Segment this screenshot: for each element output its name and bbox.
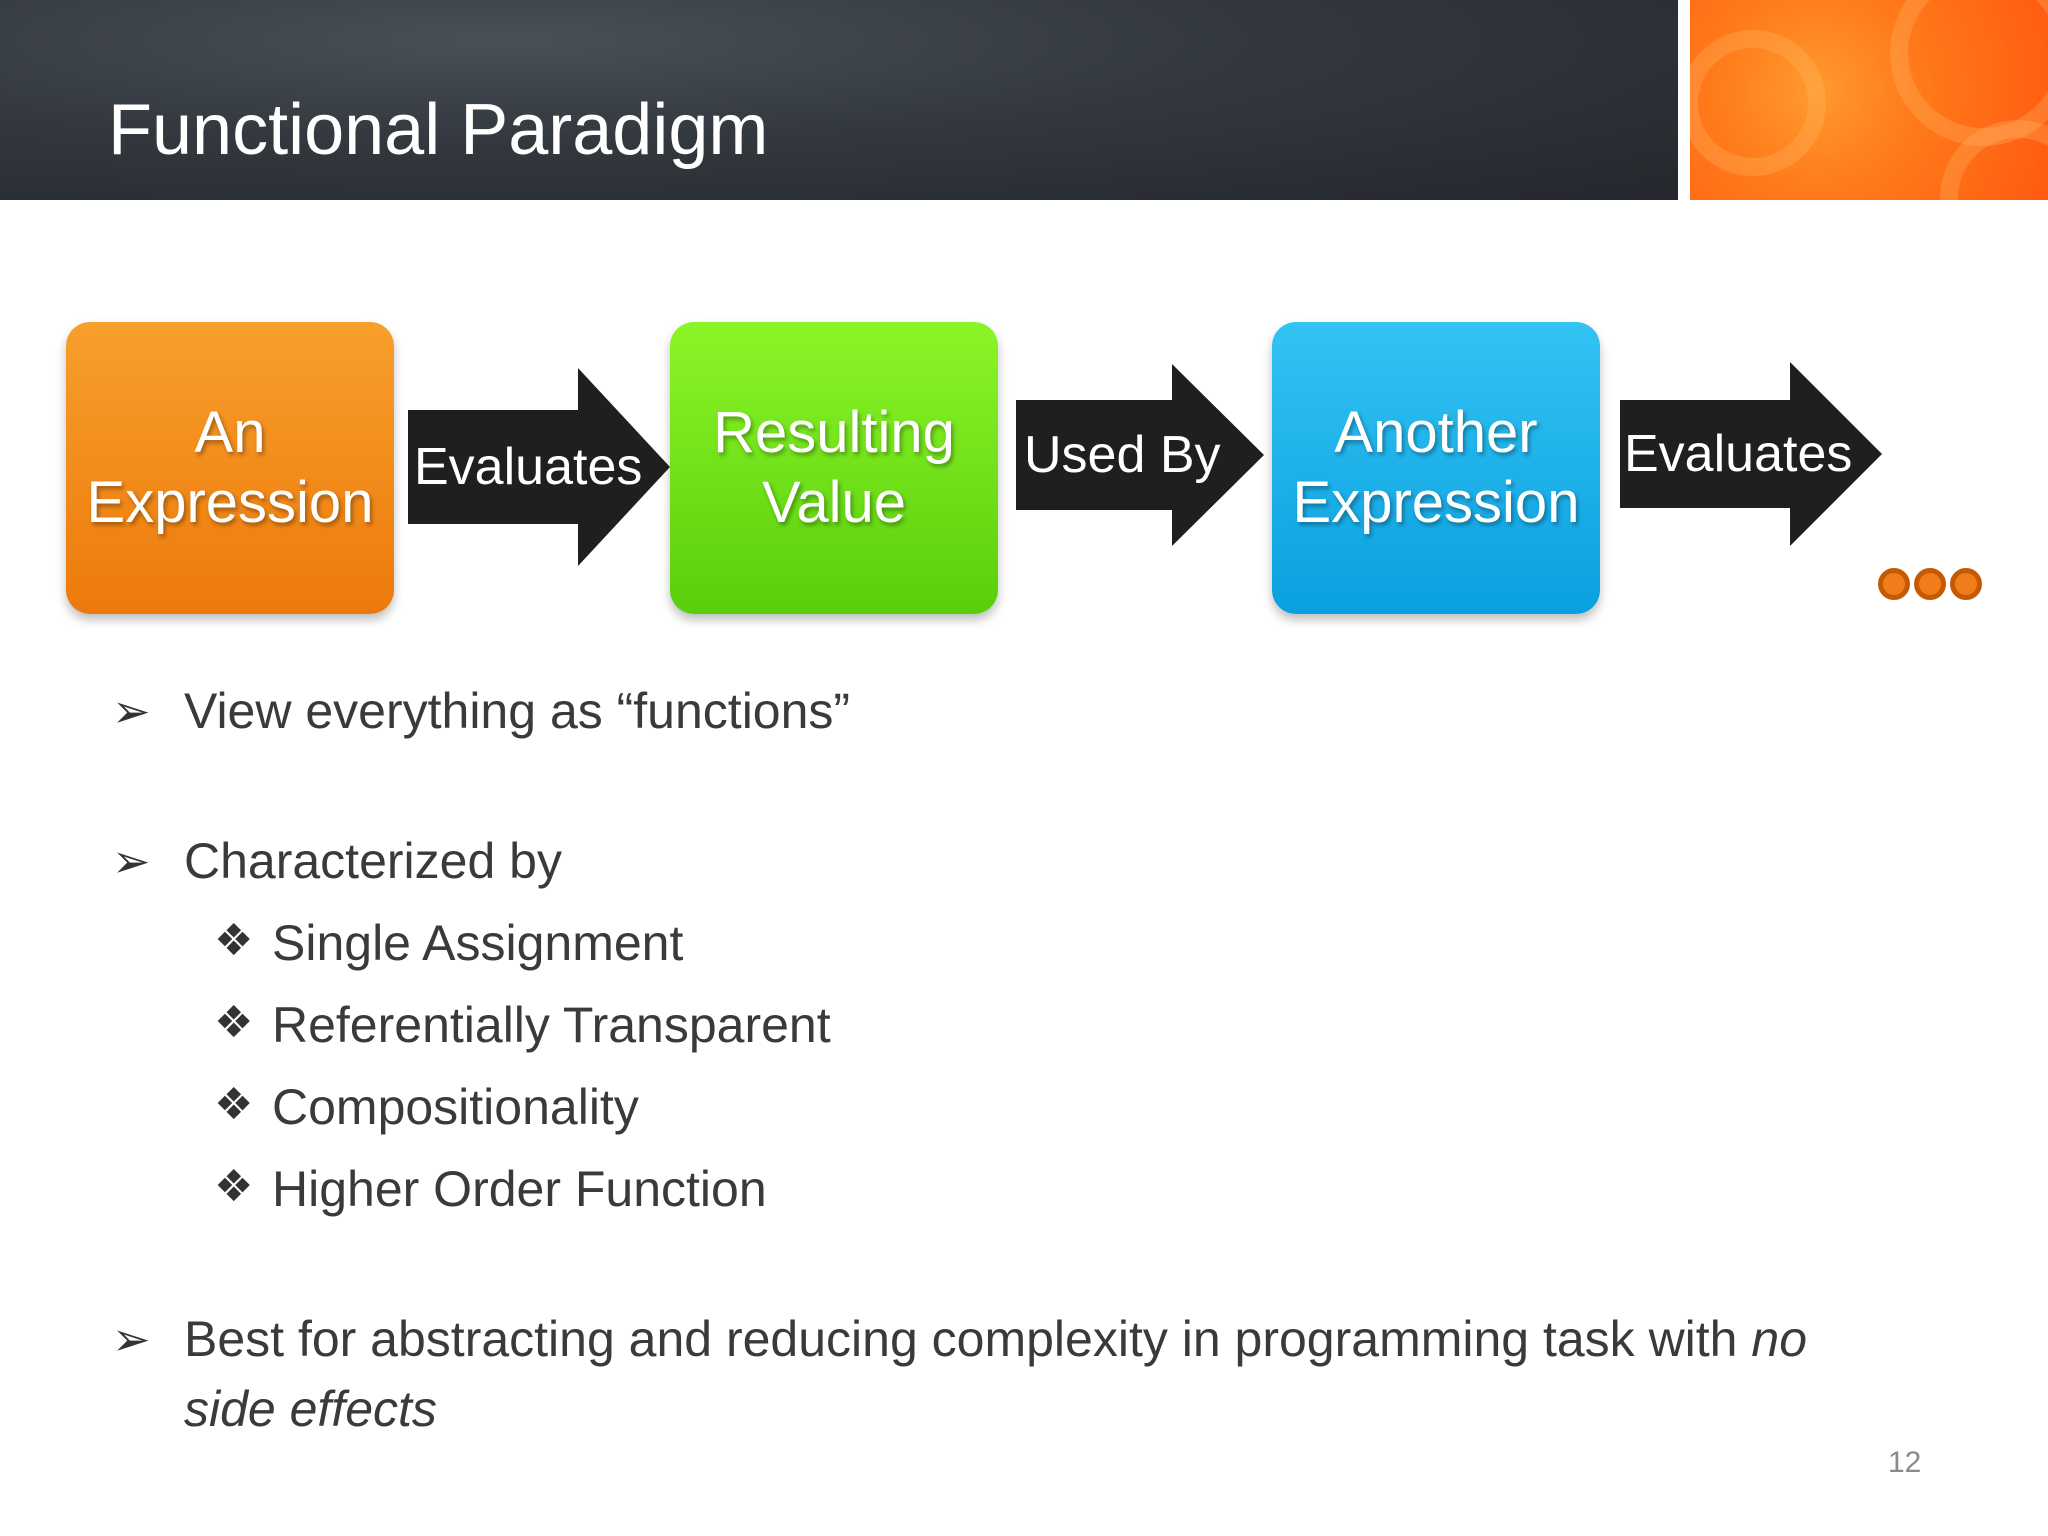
four-diamond-bullet-icon: ❖ [214, 916, 254, 965]
used-by-arrow: Used By [1016, 364, 1264, 546]
evaluates-arrow: Evaluates [408, 368, 670, 566]
arrowhead-bullet-icon: ➢ [112, 1313, 151, 1365]
right-arrow-icon [1016, 364, 1264, 546]
another-expression-line-1: Another [1334, 400, 1538, 465]
sub-bullet-higher-order-function: ❖ Higher Order Function [214, 1154, 767, 1224]
bullet-characterized-by-text: Characterized by [184, 833, 562, 889]
used-by-arrow-label: Used By [1024, 426, 1221, 484]
ellipsis-dots-icon [1878, 568, 1984, 600]
evaluates-arrow-label: Evaluates [414, 438, 643, 496]
sub-bullet-text: Higher Order Function [272, 1161, 767, 1217]
bullet-characterized-by: ➢ Characterized by [112, 826, 562, 896]
four-diamond-bullet-icon: ❖ [214, 1080, 254, 1129]
resulting-value-line-1: Resulting [713, 400, 955, 465]
bullet-view-functions: ➢ View everything as “functions” [112, 676, 851, 746]
bullet-emphasis-side-effects: side effects [184, 1381, 437, 1437]
resulting-value-box: Resulting Value [670, 322, 998, 614]
sub-bullet-compositionality: ❖ Compositionality [214, 1072, 639, 1142]
expression-box-line-1: An [194, 400, 266, 465]
four-diamond-bullet-icon: ❖ [214, 998, 254, 1047]
sub-bullet-text: Single Assignment [272, 915, 684, 971]
right-arrow-icon [1620, 362, 1882, 546]
bullet-emphasis-no: no [1751, 1311, 1808, 1367]
page-number: 12 [1888, 1446, 1922, 1479]
expression-box-line-2: Expression [86, 470, 374, 535]
sub-bullet-text: Compositionality [272, 1079, 639, 1135]
expression-box: An Expression [66, 322, 394, 614]
evaluates-arrow-2-label: Evaluates [1624, 425, 1853, 483]
sub-bullet-single-assignment: ❖ Single Assignment [214, 908, 684, 978]
sub-bullet-referentially-transparent: ❖ Referentially Transparent [214, 990, 831, 1060]
slide-title: Functional Paradigm [108, 90, 769, 170]
sub-bullet-text: Referentially Transparent [272, 997, 831, 1053]
title-bar: Functional Paradigm [0, 0, 1678, 200]
another-expression-line-2: Expression [1292, 470, 1580, 535]
bullet-best-for-abstracting: ➢ Best for abstracting and reducing comp… [112, 1304, 1924, 1444]
resulting-value-line-2: Value [761, 470, 907, 535]
bullet-best-for-text: Best for abstracting and reducing comple… [184, 1311, 1752, 1367]
bullet-view-functions-text: View everything as “functions” [184, 683, 851, 739]
another-expression-box: Another Expression [1272, 322, 1600, 614]
orange-accent-panel [1690, 0, 2048, 200]
arrowhead-bullet-icon: ➢ [112, 685, 151, 737]
evaluates-arrow-2: Evaluates [1620, 362, 1882, 546]
arrowhead-bullet-icon: ➢ [112, 835, 151, 887]
four-diamond-bullet-icon: ❖ [214, 1162, 254, 1211]
right-arrow-icon [408, 368, 670, 566]
